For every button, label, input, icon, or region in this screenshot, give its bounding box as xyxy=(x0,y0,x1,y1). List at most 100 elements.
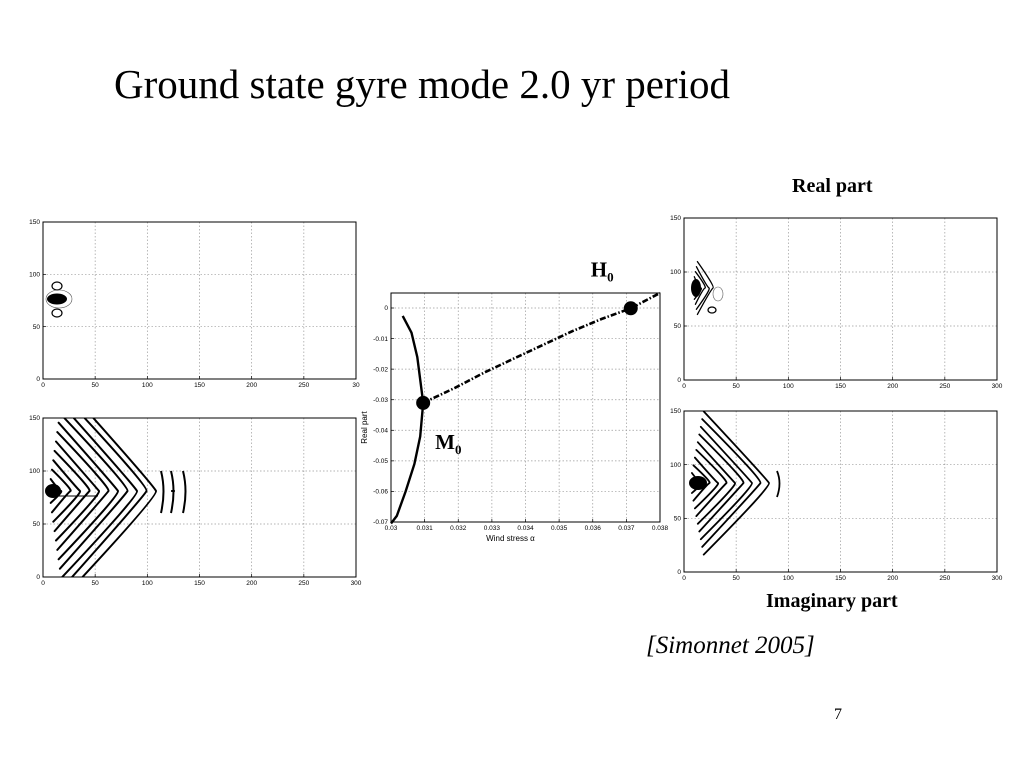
marker-label-m: M0 xyxy=(435,430,461,457)
x-tick-label: 0.031 xyxy=(416,525,433,532)
contour-line xyxy=(45,289,73,309)
contour-line xyxy=(56,431,110,551)
contour-line xyxy=(698,433,745,533)
marker-point-h xyxy=(623,301,638,316)
citation: [Simonnet 2005] xyxy=(646,632,815,659)
x-tick-label: 0.034 xyxy=(517,525,534,532)
x-tick-label: 200 xyxy=(246,382,257,389)
contour-line xyxy=(58,418,129,570)
x-tick-label: 0.038 xyxy=(652,525,669,532)
contour-line xyxy=(699,425,753,541)
y-tick-label: 0 xyxy=(36,574,40,581)
x-tick-label: 0 xyxy=(41,382,45,389)
marker-label-sub: 0 xyxy=(455,442,462,457)
contour-core xyxy=(689,476,707,490)
y-axis-label: Real part xyxy=(360,410,369,443)
contour-line xyxy=(696,260,714,316)
plot-frame xyxy=(42,417,357,578)
x-tick-label: 0.033 xyxy=(484,525,501,532)
y-tick-label: 100 xyxy=(670,462,681,469)
solid-branch-line xyxy=(390,315,425,525)
marker-label-sub: 0 xyxy=(607,269,614,284)
contour-line xyxy=(51,468,72,514)
contour-line xyxy=(693,276,702,300)
contour-core xyxy=(45,484,61,498)
y-tick-label: 0 xyxy=(36,376,40,383)
contour-line xyxy=(776,470,781,498)
x-tick-label: 200 xyxy=(887,575,898,582)
contour-line xyxy=(52,459,82,523)
contour-line xyxy=(53,449,91,533)
x-tick-label: 0 xyxy=(41,580,45,587)
imaginary-part-label: Imaginary part xyxy=(766,590,898,612)
marker-point-m xyxy=(416,395,431,410)
y-tick-label: 50 xyxy=(33,324,41,331)
x-tick-label: 100 xyxy=(783,383,794,390)
x-tick-label: 0 xyxy=(682,575,686,582)
x-tick-label: 100 xyxy=(142,580,153,587)
x-tick-label: 250 xyxy=(939,575,950,582)
y-tick-label: 150 xyxy=(670,215,681,222)
plot-frame xyxy=(390,292,661,523)
y-tick-label: 0 xyxy=(677,569,681,576)
contour-line xyxy=(57,421,120,561)
contour-line xyxy=(55,440,101,542)
y-tick-label: 100 xyxy=(29,272,40,279)
marker-label-main: H xyxy=(591,257,607,281)
y-tick-label: 100 xyxy=(670,269,681,276)
contour-line xyxy=(81,418,157,577)
x-axis-label: Wind stress α xyxy=(486,534,535,543)
y-tick-label: 50 xyxy=(674,516,682,523)
contour-line xyxy=(694,271,706,305)
x-tick-label: 200 xyxy=(246,580,257,587)
marker-label-h: H0 xyxy=(591,257,614,284)
x-tick-label: 200 xyxy=(887,383,898,390)
contour-line xyxy=(712,286,724,302)
contour-line xyxy=(61,418,138,577)
contour-line xyxy=(71,418,148,577)
contour-line xyxy=(694,456,719,510)
page-number: 7 xyxy=(834,706,842,723)
contour-line xyxy=(695,449,728,517)
contour-line xyxy=(160,470,165,514)
contour-line xyxy=(691,472,703,494)
contour-line xyxy=(701,418,762,548)
x-tick-label: 250 xyxy=(298,382,309,389)
y-tick-label: 100 xyxy=(29,468,40,475)
contour-line xyxy=(707,306,717,314)
y-tick-label: -0.04 xyxy=(373,427,388,434)
y-tick-label: -0.02 xyxy=(373,366,388,373)
x-tick-label: 30 xyxy=(352,382,360,389)
x-tick-label: 300 xyxy=(992,383,1003,390)
contour-core xyxy=(691,279,701,297)
x-tick-label: 250 xyxy=(298,580,309,587)
x-tick-label: 300 xyxy=(992,575,1003,582)
x-tick-label: 100 xyxy=(783,575,794,582)
y-tick-label: 0 xyxy=(677,377,681,384)
x-tick-label: 150 xyxy=(194,580,205,587)
y-tick-label: 50 xyxy=(33,521,41,528)
contour-line xyxy=(182,470,187,514)
contour-line xyxy=(696,441,736,525)
dashdot-branch-line xyxy=(422,291,661,405)
y-tick-label: 0 xyxy=(384,305,388,312)
x-tick-label: 150 xyxy=(194,382,205,389)
contour-line xyxy=(51,308,63,318)
y-tick-label: 50 xyxy=(674,323,682,330)
real-part-label: Real part xyxy=(792,175,873,197)
x-tick-label: 150 xyxy=(835,383,846,390)
x-tick-label: 100 xyxy=(142,382,153,389)
x-tick-label: 250 xyxy=(939,383,950,390)
y-tick-label: 150 xyxy=(29,415,40,422)
x-tick-label: 50 xyxy=(92,382,100,389)
x-tick-label: 50 xyxy=(733,575,741,582)
y-tick-label: -0.03 xyxy=(373,397,388,404)
y-tick-label: 150 xyxy=(29,219,40,226)
x-tick-label: 300 xyxy=(351,580,362,587)
contour-core xyxy=(47,293,67,305)
y-tick-label: -0.01 xyxy=(373,336,388,343)
